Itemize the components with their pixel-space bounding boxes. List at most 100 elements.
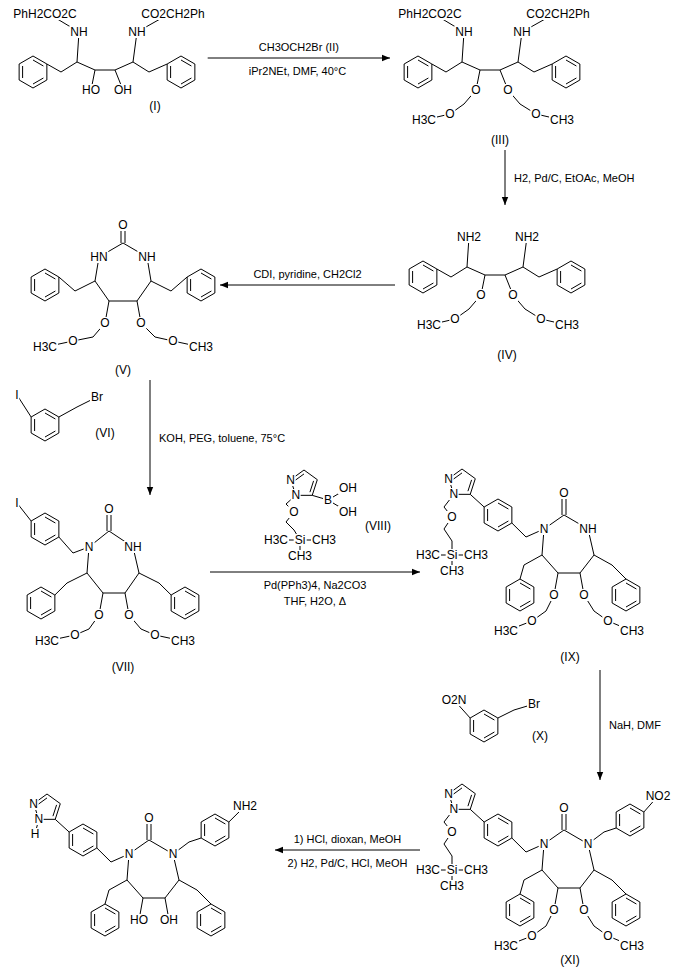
atom-label: N — [539, 523, 550, 535]
compound-number: (VI) — [94, 427, 115, 439]
atom-label: CH3 — [619, 625, 645, 637]
bond-line — [171, 587, 199, 619]
bond-line — [139, 573, 171, 595]
compound-number: (V) — [114, 364, 132, 376]
bond-line — [404, 32, 580, 90]
reaction-arrow — [208, 58, 390, 59]
atom-label: N — [448, 803, 459, 815]
bond-line — [449, 469, 640, 611]
structure-drawing — [31, 225, 215, 347]
atom-label: O — [558, 487, 569, 499]
reaction-arrow — [505, 150, 506, 205]
atom-label: O — [526, 930, 537, 942]
atom-label: H3C — [263, 534, 289, 546]
compound-number: (XI) — [559, 954, 580, 966]
atom-label: H3C — [32, 341, 58, 353]
atom-label: PhH2CO2C — [12, 8, 77, 20]
atom-label: O — [117, 219, 128, 231]
atom-label: OH — [338, 482, 358, 494]
atom-label: O — [548, 589, 559, 601]
bond-line — [34, 794, 225, 936]
atom-label: O2N — [441, 694, 468, 706]
atom-label: O — [548, 904, 559, 916]
atom-label: NH2 — [514, 231, 540, 243]
atom-label: NH — [123, 541, 142, 553]
atom-label: HO — [81, 84, 101, 96]
atom-label: N — [124, 848, 135, 860]
atom-label: NH — [137, 251, 156, 263]
atom-label: N — [33, 813, 44, 825]
atom-label: HO — [129, 914, 149, 926]
atom-label: O — [449, 313, 460, 325]
atom-label: O — [578, 904, 589, 916]
atom-label: Si — [446, 549, 459, 561]
reaction-condition: 1) HCl, dioxan, MeOH — [293, 833, 403, 845]
atom-label: N — [443, 473, 454, 485]
atom-label: O — [135, 317, 146, 329]
compound: IBr(VI) — [5, 385, 125, 450]
reaction-condition: KOH, PEG, toluene, 75°C — [158, 432, 286, 444]
atom-label: CH3 — [549, 114, 575, 126]
structure-drawing — [34, 794, 245, 936]
structure-drawing — [409, 237, 585, 325]
atom-label: OH — [338, 506, 358, 518]
atom-label: H3C — [493, 940, 519, 952]
atom-label: CH3 — [463, 864, 489, 876]
atom-label: OH — [113, 84, 133, 96]
atom-label: H3C — [415, 549, 441, 561]
compound-number: (I) — [148, 100, 161, 112]
structure-drawing — [404, 14, 580, 120]
atom-label: N — [168, 848, 179, 860]
atom-label: O — [558, 802, 569, 814]
atom-label: H3C — [411, 114, 437, 126]
atom-label: CH3 — [188, 341, 214, 353]
bond-line — [187, 269, 215, 301]
structure-drawing — [17, 503, 199, 641]
bond-line — [409, 237, 585, 295]
reaction-condition: CH3OCH2Br (II) — [258, 41, 340, 53]
compound: OHNNHOOH3COOCH3(V) — [5, 215, 220, 380]
reaction-condition: H2, Pd/C, EtOAc, MeOH — [513, 172, 635, 184]
compound-number: (VIII) — [364, 520, 392, 532]
compound-number: (IX) — [559, 651, 580, 663]
atom-label: N — [443, 788, 454, 800]
atom-label: O — [123, 609, 134, 621]
bond-line — [31, 409, 59, 441]
atom-label: NH2 — [456, 231, 482, 243]
atom-label: NH — [127, 26, 146, 38]
atom-label: CH3 — [170, 635, 196, 647]
atom-label: O — [507, 289, 518, 301]
bond-line — [59, 277, 95, 291]
atom-label: I — [14, 389, 19, 401]
atom-label: CH3 — [311, 534, 337, 546]
atom-label: NH — [578, 523, 597, 535]
bond-line — [506, 910, 632, 946]
bond-line — [55, 573, 87, 595]
atom-label: O — [99, 317, 110, 329]
atom-label: O — [470, 84, 481, 96]
reaction-arrow — [210, 572, 420, 573]
bond-line — [27, 587, 55, 619]
bond-line — [449, 784, 640, 926]
atom-label: O — [143, 812, 154, 824]
atom-label: O — [167, 335, 178, 347]
atom-label: O — [535, 313, 546, 325]
atom-label: CH3 — [439, 880, 465, 892]
atom-label: Si — [446, 864, 459, 876]
reaction-arrow — [600, 670, 601, 780]
atom-label: N — [28, 798, 39, 810]
structure-drawing — [19, 14, 195, 90]
atom-label: CH3 — [619, 940, 645, 952]
atom-label: CH3 — [439, 565, 465, 577]
atom-label: NH — [69, 26, 88, 38]
compound-number: (X) — [531, 730, 549, 742]
atom-label: HN — [89, 251, 108, 263]
atom-label: NH2 — [232, 800, 258, 812]
compound: NNHONNNH2HOOH — [5, 790, 275, 945]
atom-label: O — [446, 826, 457, 838]
atom-label: Si — [294, 534, 307, 546]
bond-line — [506, 595, 632, 631]
bond-line — [201, 814, 229, 846]
atom-label: O — [103, 503, 114, 515]
